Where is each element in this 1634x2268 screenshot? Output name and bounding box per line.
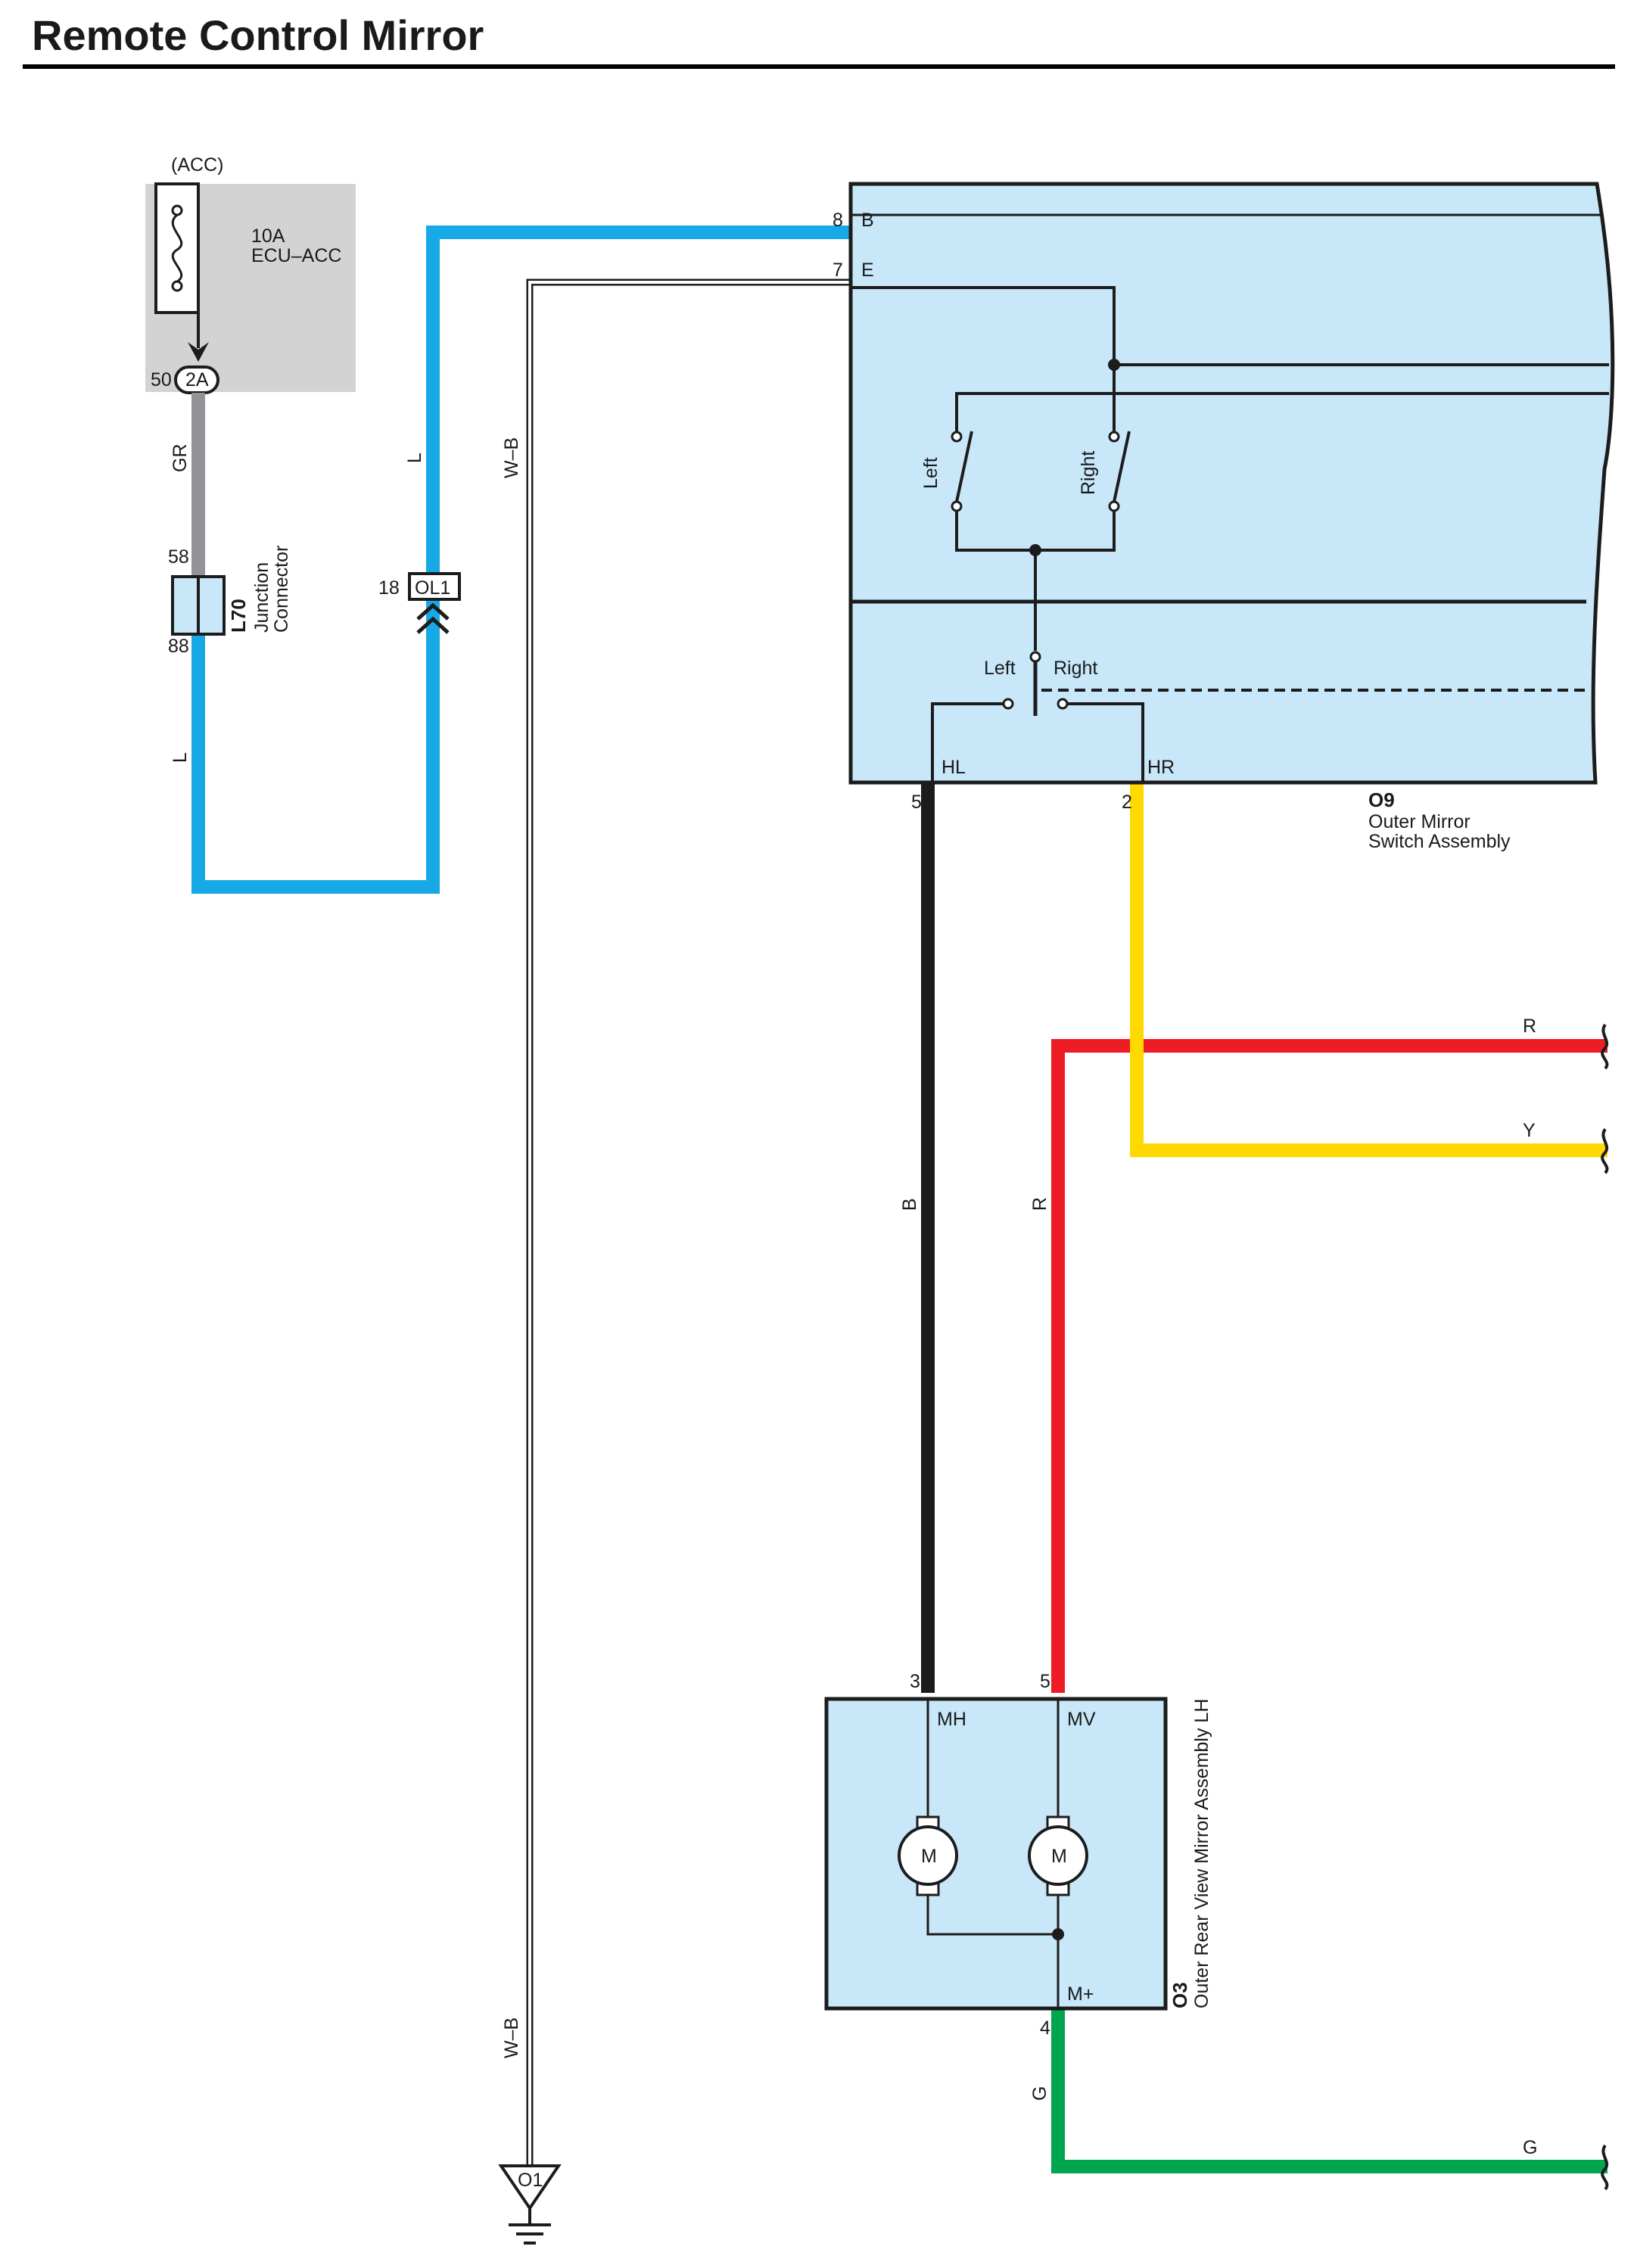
terminal-hr: HR <box>1147 757 1175 778</box>
junction-name-line1: Junction <box>251 562 272 633</box>
wire-r <box>1051 1039 1608 1693</box>
wire-w-b <box>526 278 851 2166</box>
terminal-b: B <box>861 210 874 231</box>
wire-label-g-right: G <box>1523 2137 1537 2158</box>
switch-contact <box>1002 698 1014 710</box>
ground-icon <box>509 2208 551 2245</box>
switch-contact <box>1108 500 1120 512</box>
junction-dot <box>1052 1928 1064 1940</box>
wire-y <box>1130 782 1608 1157</box>
switch-name-line1: Outer Mirror <box>1368 811 1471 832</box>
wire-label-r-vertical: R <box>1029 1197 1050 1211</box>
wire-break-icon <box>1601 2144 1609 2191</box>
wire-label-w-b-bottom: W–B <box>501 2018 522 2058</box>
motor-icon <box>1028 1815 1088 1896</box>
junction-pin-58: 58 <box>168 546 189 568</box>
wire-break-icon <box>1601 1023 1609 1070</box>
terminal-mv-pin: 5 <box>1040 1671 1050 1692</box>
wire-label-l-left: L <box>170 752 191 763</box>
wire-l <box>191 226 851 894</box>
fuse-rating: 10A <box>251 226 285 247</box>
terminal-mplus: M+ <box>1067 1983 1094 2005</box>
terminal-hl: HL <box>941 757 966 778</box>
connector-arrow-icon <box>188 342 209 362</box>
wire-break-icon <box>1601 1128 1609 1174</box>
terminal-mv: MV <box>1067 1709 1096 1730</box>
switch-blade <box>955 431 973 502</box>
switch-contact <box>1029 651 1041 663</box>
terminal-b-pin: 8 <box>833 210 843 231</box>
page-title: Remote Control Mirror <box>32 11 484 59</box>
title-underline <box>23 64 1615 69</box>
ground-connector-o1 <box>498 2164 562 2211</box>
wire-label-w-b-top: W–B <box>501 437 522 478</box>
switch-blade <box>1113 431 1131 502</box>
connector-2a-label: 2A <box>185 369 209 390</box>
wire-label-gr: GR <box>170 444 191 473</box>
mirror-id: O3 <box>1169 1982 1191 2008</box>
switch-contact <box>951 431 963 443</box>
adjust-switch-left-label: Left <box>984 658 1016 679</box>
select-switch-left-label: Left <box>920 457 941 489</box>
junction-name-line2: Connector <box>271 546 292 633</box>
inline-connector-ol1 <box>408 572 461 601</box>
terminal-mplus-pin: 4 <box>1040 2018 1050 2039</box>
chevron-up-icon <box>416 602 450 634</box>
terminal-hr-pin: 2 <box>1122 792 1132 813</box>
wire-label-l-mid: L <box>404 453 425 463</box>
wire-g <box>1051 2008 1608 2173</box>
mirror-assembly-o3 <box>824 1697 1168 2011</box>
junction-connector-l70 <box>171 575 226 636</box>
motor-2-label: M <box>1051 1846 1067 1867</box>
inline-connector-pin: 18 <box>378 577 400 599</box>
switch-e-line <box>851 286 1609 366</box>
inline-connector-id: OL1 <box>415 577 450 599</box>
motor-1-label: M <box>921 1846 937 1867</box>
terminal-mh-pin: 3 <box>910 1671 920 1692</box>
adjust-switch-right-label: Right <box>1054 658 1097 679</box>
switch-contact <box>1108 431 1120 443</box>
terminal-e: E <box>861 260 874 281</box>
terminal-hl-pin: 5 <box>911 792 922 813</box>
wire-label-y-right: Y <box>1523 1120 1536 1141</box>
switch-assembly-o9 <box>848 182 1615 785</box>
fuse-pin-50: 50 <box>151 369 172 390</box>
motor-icon <box>898 1815 958 1896</box>
terminal-e-pin: 7 <box>833 260 843 281</box>
wire-label-b: B <box>899 1198 920 1211</box>
fuse-icon <box>154 182 200 314</box>
terminal-mh: MH <box>937 1709 966 1730</box>
wire-label-r-right: R <box>1523 1016 1536 1037</box>
fuse-name: ECU–ACC <box>251 245 341 266</box>
mirror-name: Outer Rear View Mirror Assembly LH <box>1191 1699 1212 2008</box>
wire-label-g-vertical: G <box>1029 2086 1050 2101</box>
junction-pin-88: 88 <box>168 636 189 657</box>
switch-contact <box>951 500 963 512</box>
switch-name-line2: Switch Assembly <box>1368 831 1511 852</box>
switch-contact <box>1057 698 1069 710</box>
switch-id: O9 <box>1368 789 1395 811</box>
ground-id: O1 <box>518 2170 543 2191</box>
fuse-power-source: (ACC) <box>171 154 223 176</box>
junction-id: L70 <box>227 599 250 633</box>
select-switch-right-label: Right <box>1078 451 1099 495</box>
